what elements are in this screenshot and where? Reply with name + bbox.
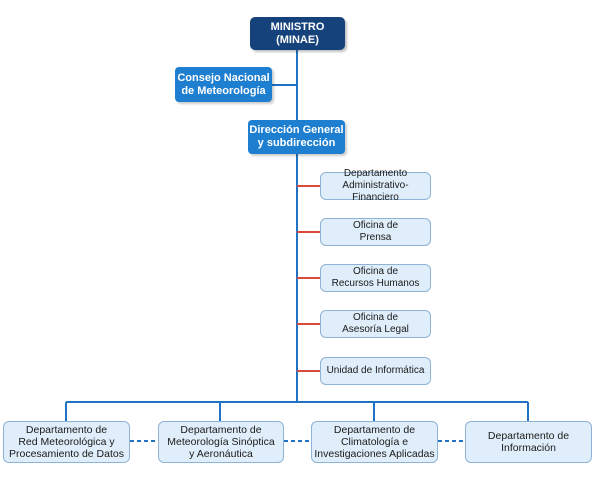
- department-label: Departamento de Información: [487, 430, 570, 454]
- staff-unit-informatica: Unidad de Informática: [320, 357, 431, 385]
- staff-unit-label: Unidad de Informática: [326, 365, 425, 376]
- department-label: Departamento de Red Meteorológica y Proc…: [9, 424, 124, 460]
- department-label: Departamento de Meteorología Sinóptica y…: [167, 424, 275, 460]
- consejo-label: Consejo Nacional de Meteorología: [177, 71, 270, 97]
- direccion-box: Dirección General y subdirección: [248, 120, 345, 154]
- department-informacion: Departamento de Información: [465, 421, 592, 463]
- department-climatologia: Departamento de Climatología e Investiga…: [311, 421, 438, 463]
- ministro-box: MINISTRO (MINAE): [250, 17, 345, 50]
- direccion-label: Dirección General y subdirección: [249, 124, 344, 149]
- staff-unit-label: Oficina de Prensa: [352, 220, 399, 243]
- department-label: Departamento de Climatología e Investiga…: [314, 424, 435, 460]
- staff-unit-prensa: Oficina de Prensa: [320, 218, 431, 246]
- department-meteorologia-sinoptica: Departamento de Meteorología Sinóptica y…: [158, 421, 284, 463]
- ministro-label: MINISTRO (MINAE): [270, 20, 325, 46]
- staff-unit-label: Oficina de Asesoría Legal: [342, 312, 409, 335]
- staff-unit-label: Oficina de Recursos Humanos: [331, 266, 420, 289]
- staff-unit-label: Departamento Administrativo-Financiero: [342, 168, 409, 203]
- department-red-meteorologica: Departamento de Red Meteorológica y Proc…: [3, 421, 130, 463]
- staff-unit-recursos-humanos: Oficina de Recursos Humanos: [320, 264, 431, 292]
- staff-unit-administrativo: Departamento Administrativo-Financiero: [320, 168, 431, 203]
- consejo-box: Consejo Nacional de Meteorología: [175, 67, 272, 102]
- staff-unit-asesoria-legal: Oficina de Asesoría Legal: [320, 310, 431, 338]
